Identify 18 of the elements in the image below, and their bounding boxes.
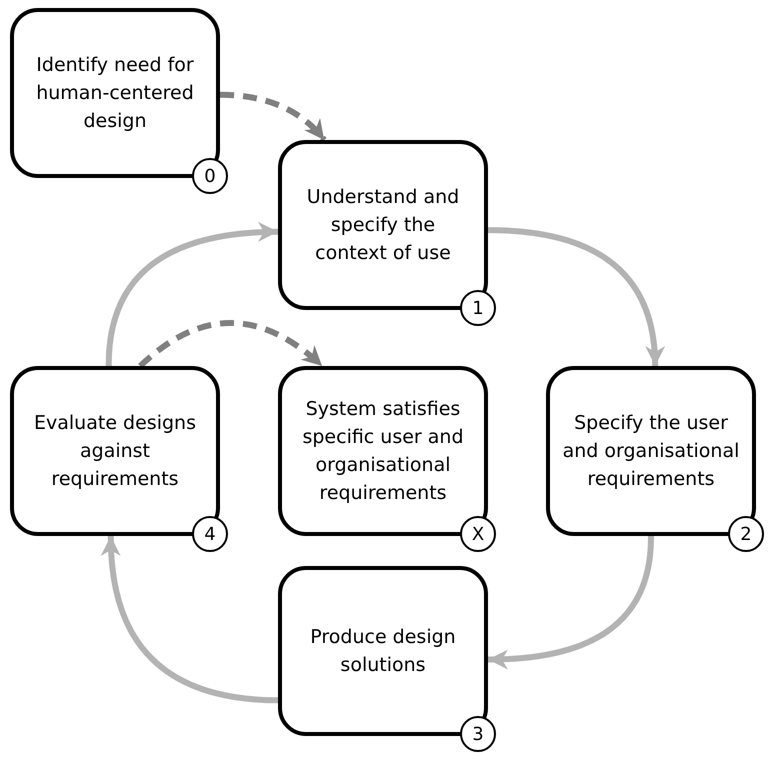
arrow — [488, 227, 664, 366]
node-text: System satisfies specific user and organisational requirements — [301, 397, 465, 506]
step-number: 2 — [728, 516, 764, 552]
step-number: 3 — [460, 716, 496, 752]
step-number: 0 — [192, 158, 228, 194]
node-text: Produce design solutions — [309, 625, 457, 678]
step-number: 4 — [192, 516, 228, 552]
step-number: X — [460, 516, 496, 552]
arrow — [102, 536, 278, 704]
arrow — [138, 320, 324, 368]
arrow — [488, 536, 654, 669]
node-text: Evaluate designs against requirements — [33, 411, 197, 492]
node-text: Identify need for human-centered design — [35, 53, 195, 134]
node-text: Understand and specify the context of use — [306, 185, 460, 266]
step-number: 1 — [460, 290, 496, 326]
node-text: Specify the user and organisational requirements — [562, 411, 740, 492]
arrow — [106, 222, 278, 366]
arrow — [220, 92, 327, 142]
